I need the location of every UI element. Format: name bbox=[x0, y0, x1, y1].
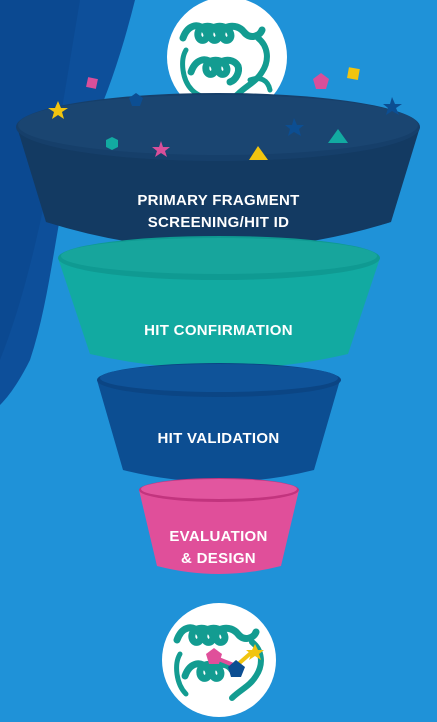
bottom-protein-circle bbox=[162, 603, 276, 717]
stage-1-label-line-1: PRIMARY FRAGMENT bbox=[137, 192, 300, 209]
funnel-stage-2 bbox=[58, 236, 380, 369]
stage-1-label: PRIMARY FRAGMENT SCREENING/HIT ID bbox=[0, 190, 437, 234]
confetti-pentagon-icon bbox=[129, 93, 143, 106]
confetti-square-icon bbox=[347, 67, 360, 80]
stage-3-label: HIT VALIDATION bbox=[0, 428, 437, 450]
funnel-stage-3 bbox=[97, 363, 341, 482]
protein-ligand-complex-icon bbox=[173, 624, 264, 701]
confetti-triangle-icon bbox=[328, 129, 348, 143]
stage-1-label-line-2: SCREENING/HIT ID bbox=[147, 214, 290, 231]
stage-2-label-line-1: HIT CONFIRMATION bbox=[144, 322, 293, 339]
confetti-star-icon bbox=[285, 118, 304, 136]
confetti-star-icon bbox=[152, 141, 170, 157]
ligand-pentagon-icon bbox=[206, 648, 222, 664]
confetti-square-icon bbox=[86, 77, 98, 89]
stage-4-label-line-1: EVALUATION bbox=[169, 528, 268, 545]
confetti-star-icon bbox=[383, 97, 402, 115]
funnel-stage-4 bbox=[139, 478, 299, 574]
stage-3-label-line-1: HIT VALIDATION bbox=[157, 430, 280, 447]
stage-4-label-line-2: & DESIGN bbox=[181, 550, 256, 567]
ligand-star-icon bbox=[246, 644, 264, 660]
ligand-pentagon-icon bbox=[228, 660, 245, 677]
confetti-star-icon bbox=[48, 101, 68, 119]
confetti-triangle-icon bbox=[249, 146, 268, 160]
stage-4-label: EVALUATION & DESIGN bbox=[0, 526, 437, 570]
confetti-pentagon-icon bbox=[313, 73, 329, 89]
stage-2-label: HIT CONFIRMATION bbox=[0, 320, 437, 342]
confetti-hexagon-icon bbox=[106, 137, 118, 150]
confetti-decorations bbox=[48, 67, 402, 160]
